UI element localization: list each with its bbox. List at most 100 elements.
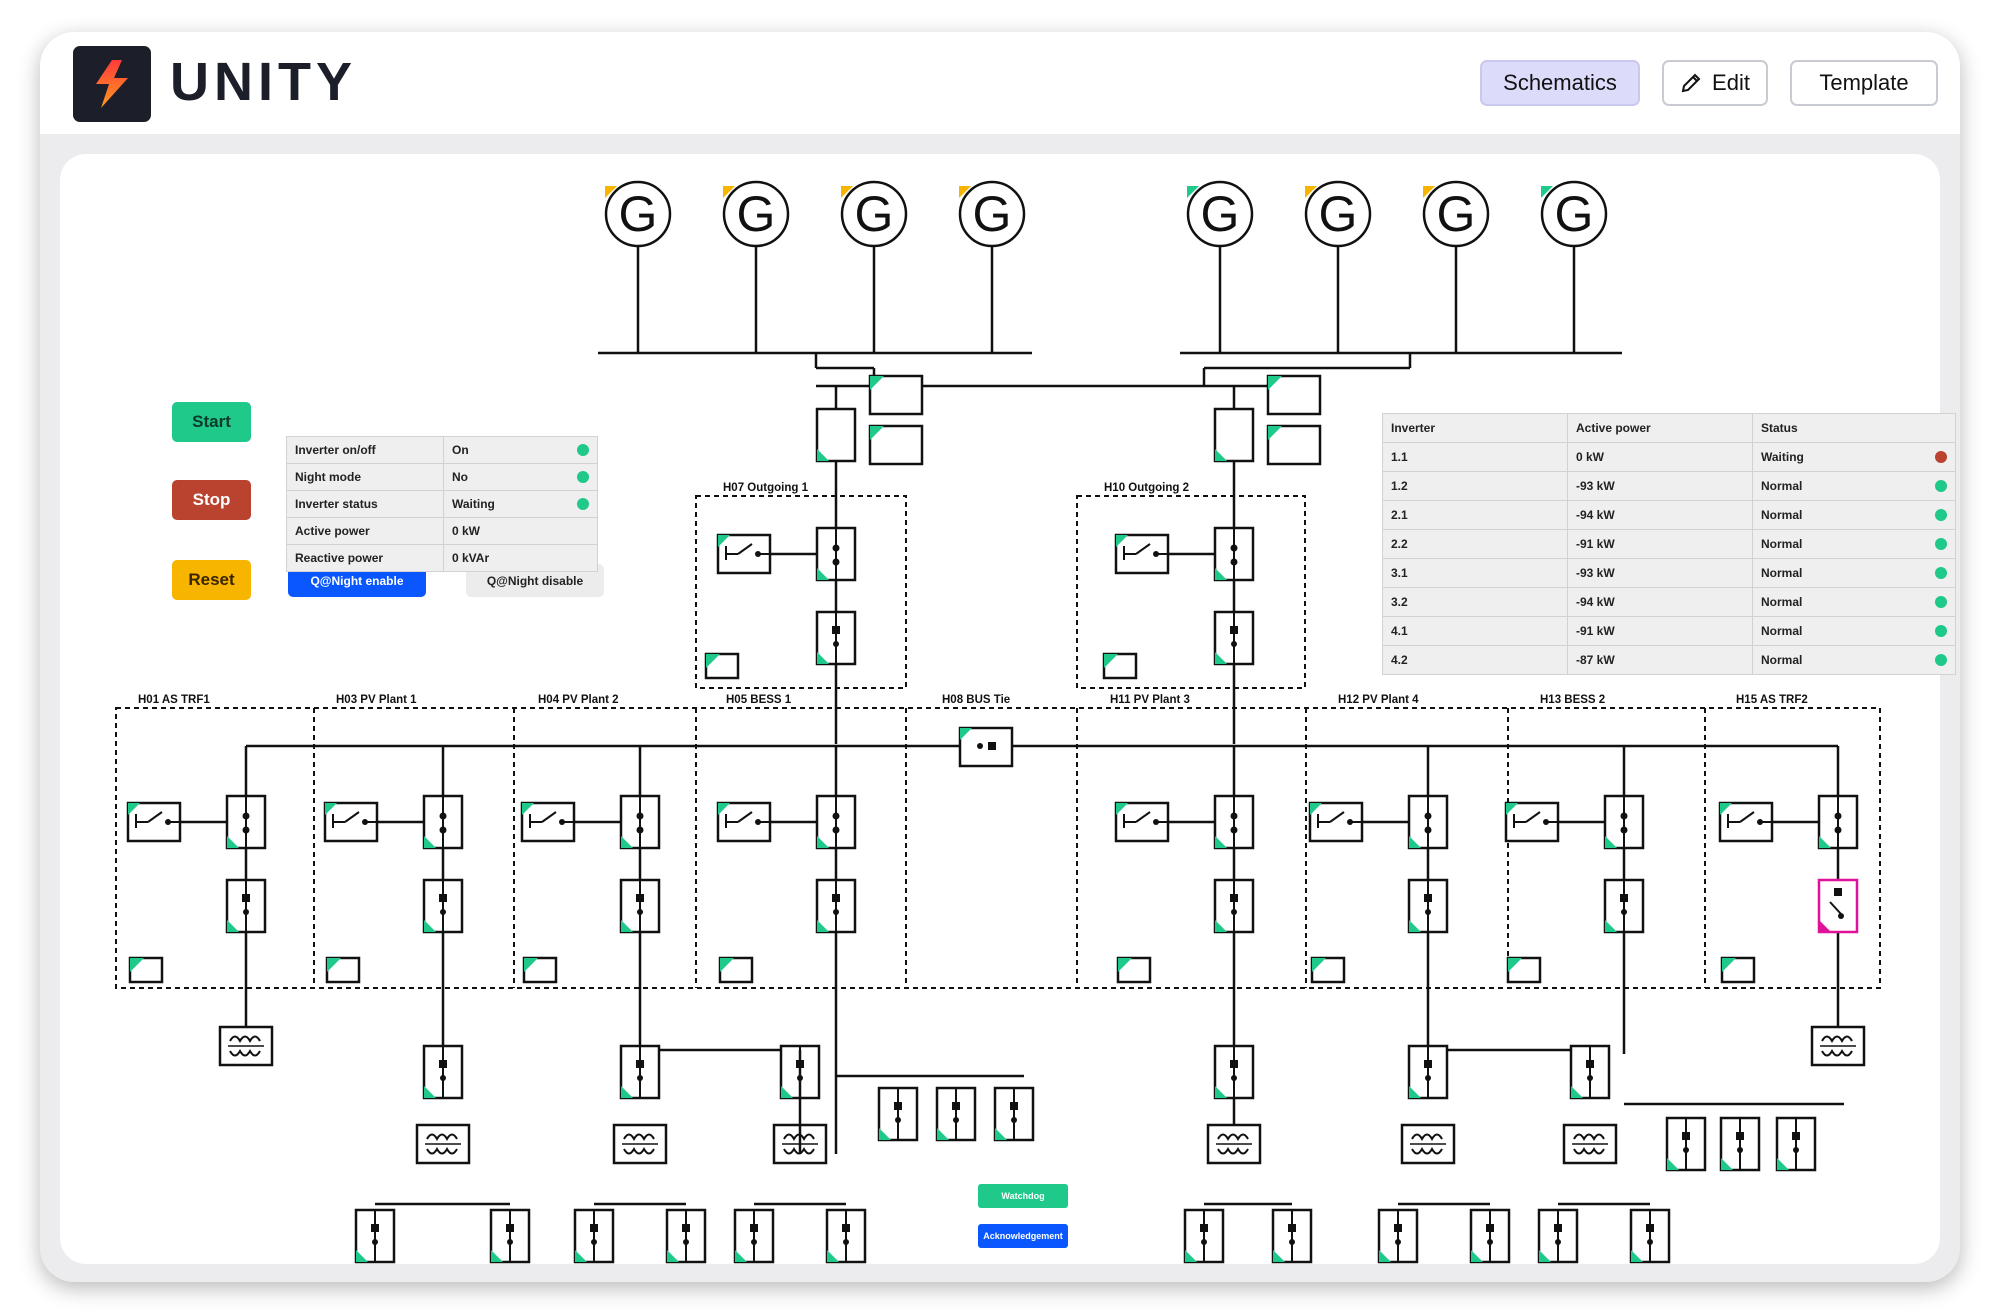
template-button[interactable]: Template xyxy=(1790,60,1938,106)
bay-label: H15 AS TRF2 xyxy=(1736,694,1808,706)
status-corner-icon xyxy=(424,920,436,932)
breaker-contact-icon xyxy=(833,641,839,647)
breaker-contact-icon xyxy=(372,1239,378,1245)
breaker-contact-icon xyxy=(1736,1132,1744,1140)
breaker-contact-icon xyxy=(1621,909,1627,915)
schematics-label: Schematics xyxy=(1503,70,1617,95)
status-corner-icon xyxy=(718,803,730,815)
status-corner-icon xyxy=(1310,803,1322,815)
inverter-id: 1.1 xyxy=(1382,442,1568,472)
status-corner-icon xyxy=(817,652,829,664)
status-dot-icon xyxy=(1935,509,1947,521)
breaker-contact-icon xyxy=(832,826,840,834)
breaker-contact-icon xyxy=(636,826,644,834)
control-label: Night mode xyxy=(286,463,444,491)
app-logo xyxy=(73,46,151,122)
wire xyxy=(1217,1133,1249,1142)
breaker-contact-icon xyxy=(1620,894,1628,902)
active-power: -94 kW xyxy=(1567,587,1753,617)
wire xyxy=(1525,811,1541,823)
control-value: 0 kW xyxy=(443,517,598,545)
status-corner-icon xyxy=(667,1250,679,1262)
status-dot-icon xyxy=(577,498,589,510)
status-corner-icon xyxy=(1777,1158,1789,1170)
edit-button[interactable]: Edit xyxy=(1662,60,1768,106)
breaker-contact-icon xyxy=(988,742,996,750)
wire xyxy=(147,811,163,823)
status-dot-icon xyxy=(577,471,589,483)
breaker-contact-icon xyxy=(636,894,644,902)
bay-label: H12 PV Plant 4 xyxy=(1338,694,1419,706)
status-corner-icon xyxy=(1506,803,1518,815)
status-text: Normal xyxy=(1761,479,1803,493)
measurement-icon xyxy=(868,424,924,466)
generator-symbol: G xyxy=(737,186,776,242)
breaker-contact-icon xyxy=(1424,826,1432,834)
watchdog-button[interactable]: Watchdog xyxy=(978,1184,1068,1208)
breaker-contact-icon xyxy=(683,1239,689,1245)
status-corner-icon xyxy=(827,1250,839,1262)
status-text: Normal xyxy=(1761,595,1803,609)
control-value: On xyxy=(443,436,598,464)
status-corner-icon xyxy=(1215,449,1227,461)
start-button[interactable]: Start xyxy=(172,402,251,442)
brand-name: UNITY xyxy=(170,52,357,112)
active-power: 0 kW xyxy=(1567,442,1753,472)
breaker-contact-icon xyxy=(1230,826,1238,834)
wire xyxy=(1411,1146,1443,1155)
generator-status-icon xyxy=(723,186,735,198)
status-text: Normal xyxy=(1761,624,1803,638)
breaker-contact-icon xyxy=(832,812,840,820)
inverter-id: 4.1 xyxy=(1382,616,1568,646)
breaker-contact-icon xyxy=(1620,812,1628,820)
status-corner-icon xyxy=(781,1086,793,1098)
wire xyxy=(1329,811,1345,823)
breaker-contact-icon xyxy=(1646,1224,1654,1232)
status-corner-icon xyxy=(1667,1158,1679,1170)
status-corner-icon xyxy=(870,376,884,390)
status-corner-icon xyxy=(130,958,144,972)
status-corner-icon xyxy=(720,958,734,972)
breaker-contact-icon xyxy=(636,812,644,820)
breaker-contact-icon xyxy=(1010,1102,1018,1110)
breaker-contact-icon xyxy=(953,1117,959,1123)
control-label: Inverter status xyxy=(286,490,444,518)
breaker-contact-icon xyxy=(1230,626,1238,634)
generator-status-icon xyxy=(1305,186,1317,198)
wire xyxy=(1135,811,1151,823)
bay-label: H04 PV Plant 2 xyxy=(538,694,619,706)
breaker-contact-icon xyxy=(1425,909,1431,915)
status-dot-icon xyxy=(1935,538,1947,550)
control-value: 0 kVAr xyxy=(443,544,598,572)
generator-symbol: G xyxy=(1201,186,1240,242)
status-corner-icon xyxy=(879,1128,891,1140)
breaker-contact-icon xyxy=(1230,558,1238,566)
wire xyxy=(426,1146,458,1155)
inverter-id: 4.2 xyxy=(1382,645,1568,675)
breaker-contact-icon xyxy=(439,826,447,834)
status-corner-icon xyxy=(227,920,239,932)
status-corner-icon xyxy=(424,836,436,848)
breaker-contact-icon xyxy=(832,544,840,552)
status-corner-icon xyxy=(227,836,239,848)
stop-button[interactable]: Stop xyxy=(172,480,251,520)
generator-symbol: G xyxy=(855,186,894,242)
switchboard-frame xyxy=(115,707,1881,989)
vt-box-icon xyxy=(815,407,857,463)
acknowledgement-button[interactable]: Acknowledgement xyxy=(978,1224,1068,1248)
reset-button[interactable]: Reset xyxy=(172,560,251,600)
breaker-contact-icon xyxy=(1737,1147,1743,1153)
schematics-button[interactable]: Schematics xyxy=(1480,60,1640,106)
top-bar: UNITY Schematics Edit Template xyxy=(40,32,1960,134)
breaker-contact-icon xyxy=(750,1224,758,1232)
